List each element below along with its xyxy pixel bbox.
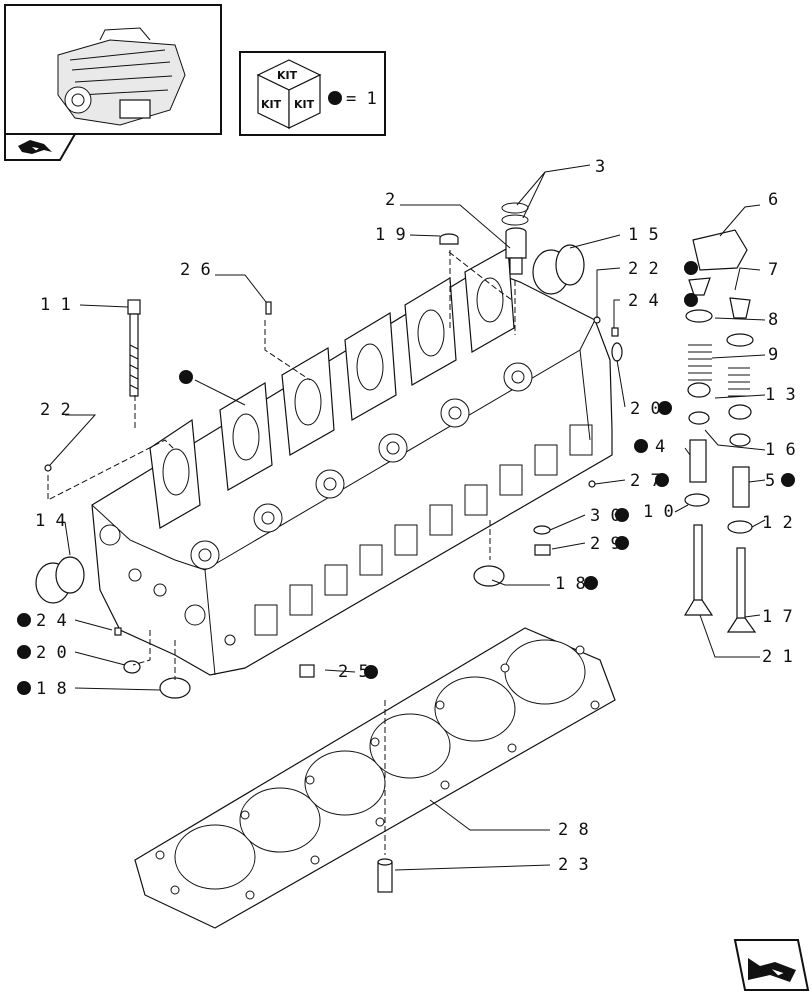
- gasket-bolt-holes: [155, 645, 600, 900]
- engine-thumbnail-icon: [57, 27, 186, 126]
- plug-18: [159, 565, 505, 699]
- seat-13: [687, 382, 752, 420]
- callout-8: 8: [768, 310, 778, 330]
- springs-9: [688, 344, 750, 397]
- injector-sleeve-2: [505, 227, 527, 275]
- callout-labels: 3 2 1 9 1 5 6 7 8 9 1 3 1 6 4 5 1 0 1 2 …: [35, 157, 796, 875]
- valve-17: [726, 547, 757, 633]
- seal-16: [688, 411, 751, 447]
- washer-30: [533, 525, 551, 535]
- head-gasket: [134, 627, 616, 929]
- callout-2: 2: [385, 190, 395, 210]
- callout-22-right: 2 2: [628, 259, 659, 279]
- callout-12: 1 2: [762, 513, 793, 533]
- seal-20: [123, 342, 623, 674]
- collets-7: [688, 277, 751, 319]
- callout-29: 2 9: [590, 534, 621, 554]
- pin-24: [114, 327, 619, 636]
- bolt-11: [127, 299, 141, 397]
- callout-5: 5: [765, 471, 775, 491]
- callout-21: 2 1: [762, 647, 793, 667]
- valve-seat-pads: [190, 362, 533, 570]
- plug-25: [299, 664, 315, 678]
- callout-13: 1 3: [765, 385, 796, 405]
- kit-label-right: KIT: [294, 98, 315, 111]
- callout-24-right: 2 4: [628, 291, 659, 311]
- callout-20-right: 2 0: [630, 399, 661, 419]
- pin-26: [265, 301, 272, 315]
- kit-legend-text: = 1: [346, 89, 377, 109]
- camshaft-bores: [149, 247, 515, 529]
- leader-lines: [47, 164, 766, 871]
- callout-16: 1 6: [765, 440, 796, 460]
- kit-dot-symbol: [328, 91, 342, 105]
- callout-17: 1 7: [762, 607, 793, 627]
- callout-11: 1 1: [40, 295, 71, 315]
- plug-19: [439, 233, 459, 245]
- engine-thumbnail[interactable]: [4, 4, 222, 135]
- arrow-next-icon: [748, 958, 796, 982]
- nav-back-button[interactable]: [4, 133, 76, 161]
- callout-27: 2 7: [630, 471, 661, 491]
- callout-9: 9: [768, 345, 778, 365]
- plug-27: [588, 480, 596, 488]
- side-ports: [254, 424, 593, 636]
- callout-24-left: 2 4: [36, 611, 67, 631]
- callout-19: 1 9: [375, 225, 406, 245]
- nut-29: [534, 544, 551, 556]
- seat-ring-12: [727, 520, 753, 534]
- kit-label-top: KIT: [277, 69, 298, 82]
- parts: [35, 202, 757, 893]
- guide-5: [732, 466, 750, 508]
- callout-26: 2 6: [180, 260, 211, 280]
- callout-7: 7: [768, 260, 778, 280]
- kit-dots: [17, 261, 795, 695]
- callout-23: 2 3: [558, 855, 589, 875]
- plug-14: [35, 556, 85, 604]
- rocker-6: [692, 229, 748, 271]
- callout-22-left: 2 2: [40, 400, 71, 420]
- retainer-8: [685, 309, 754, 347]
- guide-4: [689, 439, 707, 483]
- callout-18-right: 1 8: [555, 574, 586, 594]
- callout-4: 4: [655, 437, 665, 457]
- callout-25: 2 5: [338, 662, 369, 682]
- kit-label-left: KIT: [261, 98, 282, 111]
- nav-next-button[interactable]: [733, 939, 810, 991]
- kit-legend: KIT KIT KIT = 1: [239, 51, 386, 136]
- callout-10: 1 0: [643, 502, 674, 522]
- seat-ring-10: [684, 493, 710, 507]
- callout-18-left: 1 8: [36, 679, 67, 699]
- o-rings-3: [501, 202, 529, 226]
- callout-20-left: 2 0: [36, 643, 67, 663]
- arrow-back-icon: [18, 140, 52, 154]
- cylinder-head: [91, 247, 613, 676]
- dowel-23: [377, 858, 393, 893]
- callout-14: 1 4: [35, 511, 66, 531]
- callout-30: 3 0: [590, 506, 621, 526]
- kit-cube-icon: KIT KIT KIT: [256, 59, 322, 129]
- plug-15: [532, 244, 585, 295]
- callout-15: 1 5: [628, 225, 659, 245]
- callout-28: 2 8: [558, 820, 589, 840]
- callout-3: 3: [595, 157, 605, 177]
- valve-21: [683, 524, 714, 616]
- callout-6: 6: [768, 190, 778, 210]
